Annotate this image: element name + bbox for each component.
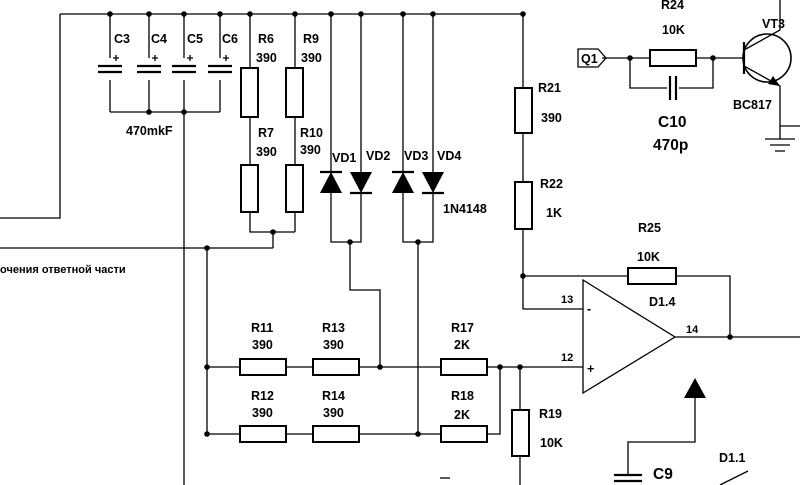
c5-label: C5 <box>187 32 203 46</box>
r6-value: 390 <box>256 51 277 65</box>
r11-label: R11 <box>251 321 273 335</box>
diode-symbols <box>320 170 444 195</box>
d1-1-arrow-icon <box>684 378 706 398</box>
r19-label: R19 <box>539 407 562 421</box>
c10-value: 470p <box>653 137 688 154</box>
port-q1-label: Q1 <box>581 52 598 66</box>
r17-label: R17 <box>451 321 474 335</box>
r10-label: R10 <box>300 126 323 140</box>
r13-label: R13 <box>322 321 345 335</box>
d1-1-label: D1.1 <box>719 451 745 465</box>
r9-label: R9 <box>303 32 319 46</box>
port-q1-shape <box>577 48 607 68</box>
cut-off-annotation: очения ответной части <box>0 264 126 276</box>
opamp-pin-12: 12 <box>561 352 573 364</box>
r11-value: 390 <box>252 338 273 352</box>
r22-value: 1K <box>546 206 562 220</box>
vd3-label: VD3 <box>404 149 428 163</box>
r17-value: 2K <box>454 338 470 352</box>
capacitor-bank-value: 470mkF <box>126 124 173 138</box>
c6-label: C6 <box>222 32 238 46</box>
capacitor-plates <box>98 64 678 483</box>
r14-value: 390 <box>323 406 344 420</box>
r6-label: R6 <box>258 32 274 46</box>
opamp-pin-14: 14 <box>686 324 699 336</box>
r21-value: 390 <box>541 111 562 125</box>
r18-value: 2K <box>454 408 470 422</box>
r9-value: 390 <box>301 51 322 65</box>
r7-label: R7 <box>258 126 274 140</box>
resistor-bodies <box>239 49 697 457</box>
r25-value: 10K <box>637 250 660 264</box>
r10-value: 390 <box>300 143 321 157</box>
vd4-label: VD4 <box>437 149 461 163</box>
c3-label: C3 <box>114 32 130 46</box>
r24-value: 10K <box>662 23 685 37</box>
junction-dots <box>107 11 733 437</box>
capacitor-polarity-marks <box>113 55 229 61</box>
c10-label: C10 <box>658 114 686 131</box>
r7-value: 390 <box>256 145 277 159</box>
r22-label: R22 <box>540 177 563 191</box>
c4-label: C4 <box>151 32 167 46</box>
r18-label: R18 <box>451 389 474 403</box>
r21-label: R21 <box>538 81 561 95</box>
r12-value: 390 <box>252 406 273 420</box>
transistor-vt3-symbol <box>742 33 792 86</box>
vt3-label: VT3 <box>762 17 785 31</box>
vt3-part: BC817 <box>733 98 772 112</box>
r12-label: R12 <box>251 389 274 403</box>
opamp-minus-sign: - <box>587 302 591 316</box>
opamp-body <box>582 278 677 395</box>
r24-label: R24 <box>661 0 684 12</box>
r25-label: R25 <box>638 221 661 235</box>
vd1-label: VD1 <box>332 151 356 165</box>
vd2-label: VD2 <box>366 149 390 163</box>
r13-value: 390 <box>323 338 344 352</box>
r14-label: R14 <box>322 389 345 403</box>
diode-part-number: 1N4148 <box>443 202 487 216</box>
c9-label: C9 <box>653 466 673 483</box>
r19-value: 10K <box>540 436 563 450</box>
opamp-pin-13: 13 <box>561 294 573 306</box>
opamp-plus-sign: + <box>587 362 594 376</box>
opamp-id: D1.4 <box>649 295 675 309</box>
